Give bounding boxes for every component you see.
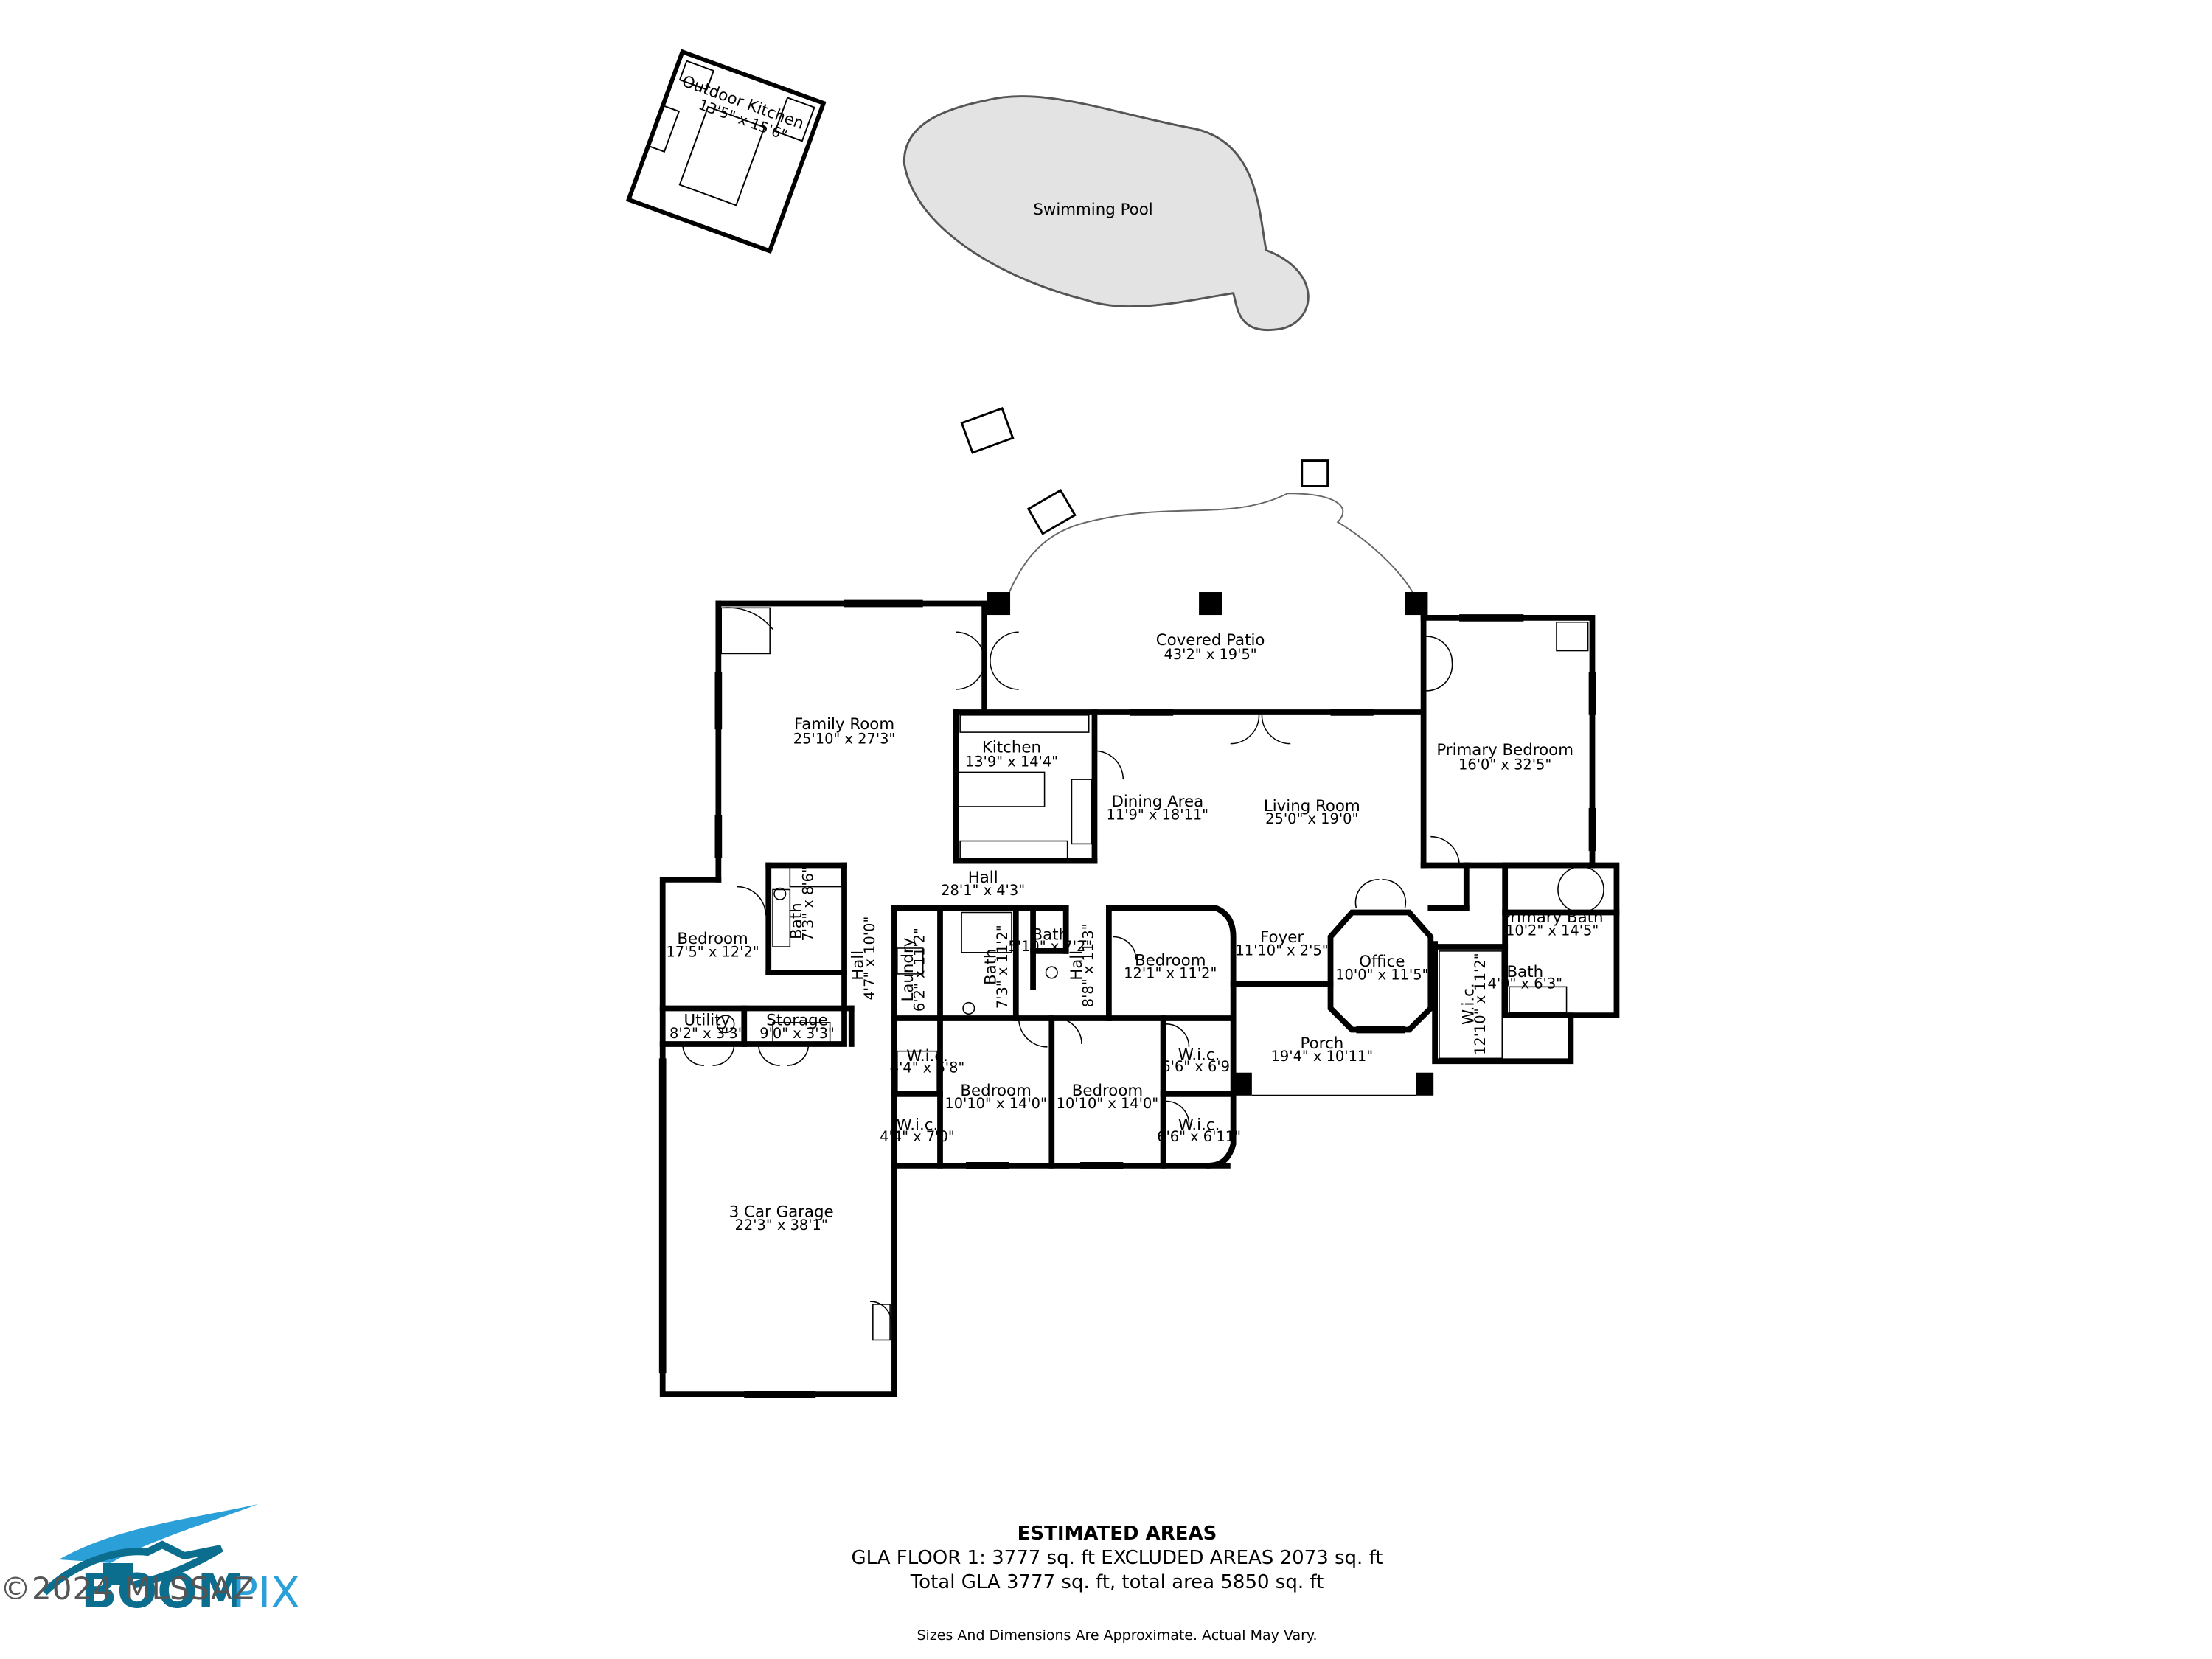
room-dim-bath-small: 5'10" x 7'2" — [1008, 938, 1092, 955]
room-name-hall-small: Hall — [849, 950, 867, 981]
room-dim-primary-bedroom: 16'0" x 32'5" — [1458, 757, 1551, 773]
room-name-hall-main: Hall — [968, 869, 998, 887]
room-name-office: Office — [1359, 953, 1405, 971]
room-dim-office: 10'0" x 11'5" — [1335, 967, 1428, 984]
room-name-bath-small: Bath — [1032, 925, 1069, 944]
svg-text:PIX: PIX — [232, 1568, 300, 1618]
patio-columns — [987, 592, 1434, 1096]
areas-title: ESTIMATED AREAS — [1017, 1523, 1217, 1545]
room-name-primary-bedroom: Primary Bedroom — [1436, 741, 1573, 759]
fixtures — [716, 607, 1604, 1341]
room-dim-hall-main: 28'1" x 4'3" — [941, 882, 1025, 899]
room-dim-laundry: 6'2" x 11'2" — [911, 928, 928, 1012]
room-dim-bedroom-s: 10'10" x 14'0" — [1057, 1095, 1159, 1112]
room-name-bedroom-s: Bedroom — [1072, 1082, 1143, 1100]
room-dim-foyer: 11'10" x 2'5" — [1235, 942, 1328, 959]
room-name-wic-b: W.i.c. — [1178, 1046, 1220, 1064]
areas-line-2: Total GLA 3777 sq. ft, total area 5850 s… — [910, 1571, 1324, 1593]
room-dim-utility: 8'2" x 3'3" — [669, 1025, 745, 1042]
watermark: ©2024 MLSSAZ — [0, 1571, 255, 1607]
estimated-areas: ESTIMATED AREAS GLA FLOOR 1: 3777 sq. ft… — [737, 1523, 1497, 1595]
room-labels: Covered Patio 43'2" x 19'5" Family Room … — [666, 631, 1603, 1234]
room-dim-bedroom-sw: 10'10" x 14'0" — [945, 1095, 1047, 1112]
room-name-wic-primary: W.i.c. — [1459, 983, 1478, 1025]
room-name-covered-patio: Covered Patio — [1156, 631, 1265, 650]
room-name-swimming-pool: Swimming Pool — [1033, 201, 1152, 219]
room-dim-storage: 9'0" x 3'3" — [759, 1025, 835, 1042]
outdoor-kitchen-structure — [625, 49, 827, 254]
room-name-foyer: Foyer — [1260, 928, 1304, 947]
room-name-bath-primary-small: Bath — [1507, 963, 1544, 981]
room-name-wic-c: W.i.c. — [897, 1116, 939, 1134]
stair-pads — [960, 406, 1329, 535]
room-dim-living-room: 25'0" x 19'0" — [1265, 810, 1358, 827]
room-dim-bath-primary-small: 4'0" x 6'3" — [1488, 975, 1563, 992]
room-name-bedroom-west: Bedroom — [677, 930, 748, 948]
room-name-porch: Porch — [1301, 1034, 1344, 1053]
room-name-laundry: Laundry — [899, 938, 917, 1002]
room-name-dining-area: Dining Area — [1111, 793, 1203, 811]
room-dim-primary-bath: 10'2" x 14'5" — [1506, 922, 1599, 939]
exterior-walls — [659, 600, 1620, 1398]
room-dim-bath-mid: 7'3" x 11'2" — [994, 925, 1011, 1009]
room-dim-wic-primary: 12'10" x 11'2" — [1472, 953, 1489, 1055]
svg-text:BOOM: BOOM — [81, 1565, 244, 1619]
room-name-wic-a: W.i.c. — [906, 1047, 948, 1065]
room-name-garage: 3 Car Garage — [729, 1203, 834, 1222]
room-name-living-room: Living Room — [1264, 797, 1360, 815]
room-dim-wic-a: 4'4" x 6'8" — [890, 1060, 965, 1077]
room-name-bath-west: Bath — [787, 902, 806, 939]
room-dim-dining-area: 11'9" x 18'11" — [1107, 806, 1209, 823]
room-name-bath-mid: Bath — [982, 948, 1001, 985]
room-dim-garage: 22'3" x 38'1" — [735, 1217, 828, 1234]
windows — [658, 599, 1596, 1399]
room-dim-kitchen: 13'9" x 14'4" — [965, 754, 1058, 771]
areas-line-1: GLA FLOOR 1: 3777 sq. ft EXCLUDED AREAS … — [851, 1547, 1383, 1569]
room-name-storage: Storage — [766, 1012, 827, 1030]
disclaimer: Sizes And Dimensions Are Approximate. Ac… — [917, 1627, 1318, 1644]
room-name-bedroom-mid: Bedroom — [1135, 951, 1206, 970]
room-dim-wic-c: 4'4" x 7'0" — [880, 1128, 955, 1145]
room-dim-covered-patio: 43'2" x 19'5" — [1164, 646, 1256, 663]
room-dim-wic-d: 6'6" x 6'11" — [1157, 1128, 1241, 1145]
room-dim-bedroom-west: 17'5" x 12'2" — [666, 944, 759, 961]
swimming-pool-shape — [903, 95, 1310, 332]
room-name-hall-mid: Hall — [1068, 950, 1086, 981]
room-dim-porch: 19'4" x 10'11" — [1271, 1048, 1374, 1065]
room-dim-hall-mid: 8'8" x 11'3" — [1080, 923, 1097, 1007]
room-name-kitchen: Kitchen — [982, 738, 1041, 757]
room-name-bedroom-sw: Bedroom — [960, 1082, 1031, 1100]
room-dim-bedroom-mid: 12'1" x 11'2" — [1124, 965, 1217, 982]
room-name-primary-bath: Primary Bath — [1501, 908, 1604, 927]
room-name-wic-d: W.i.c. — [1178, 1116, 1220, 1134]
room-dim-family-room: 25'10" x 27'3" — [793, 731, 896, 748]
patio-outline — [1008, 493, 1417, 601]
room-name-family-room: Family Room — [794, 715, 894, 734]
logo: BOOM PIX — [41, 1504, 300, 1619]
room-dim-bath-west: 7'3" x 8'6" — [799, 866, 816, 942]
room-dim-hall-small: 4'7" x 10'0" — [861, 917, 878, 1001]
room-name-utility: Utility — [684, 1012, 730, 1030]
room-dim-wic-b: 6'6" x 6'9" — [1161, 1058, 1237, 1075]
door-swings — [682, 607, 1460, 1324]
